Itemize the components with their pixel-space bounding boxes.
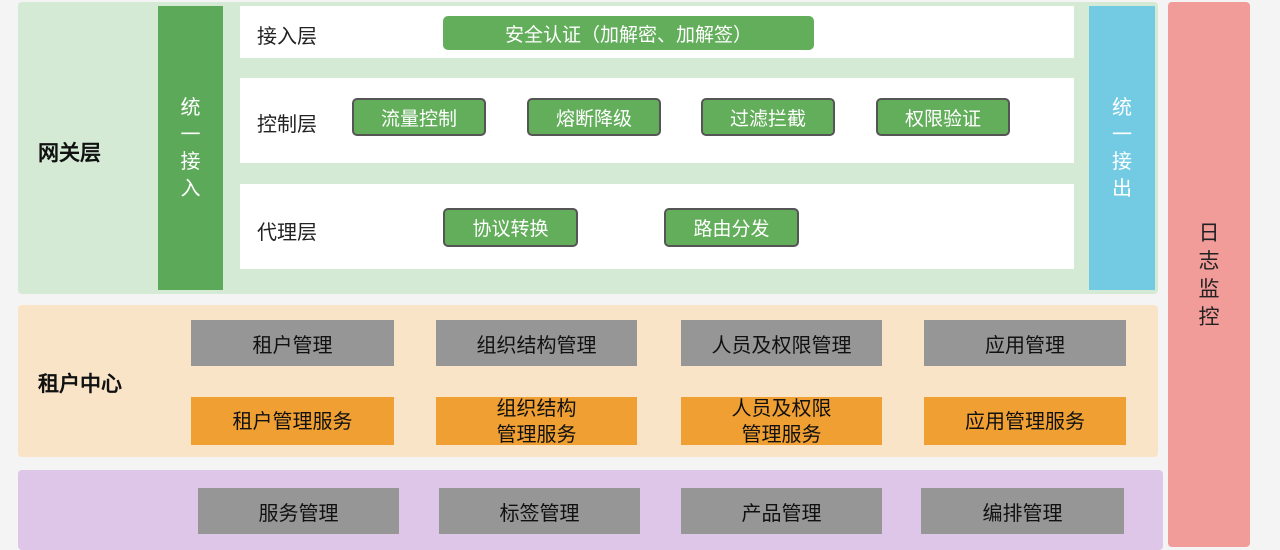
tenant-service: 租户管理服务	[191, 397, 394, 445]
tenant-module: 租户管理	[191, 320, 394, 366]
flow-control-block: 流量控制	[352, 98, 486, 136]
permission-check-block: 权限验证	[876, 98, 1010, 136]
log-monitor-char: 日	[1198, 220, 1220, 245]
circuit-breaker-block: 熔断降级	[527, 98, 661, 136]
unified-in-char: 接	[180, 149, 201, 173]
proxy-layer	[240, 184, 1074, 269]
filter-intercept-block: 过滤拦截	[701, 98, 835, 136]
tenant-module: 应用管理	[924, 320, 1126, 366]
unified-out-char: 出	[1112, 176, 1132, 200]
unified-in-bar: 统 一 接 入	[158, 6, 223, 290]
unified-in-char: 统	[180, 95, 201, 119]
unified-out-char: 一	[1112, 122, 1132, 146]
log-monitor-bar: 日 志 监 控	[1168, 2, 1250, 547]
gateway-title: 网关层	[38, 141, 101, 165]
proxy-layer-label: 代理层	[257, 220, 317, 244]
tenant-service: 人员及权限 管理服务	[681, 396, 882, 446]
tenant-center-title: 租户中心	[38, 372, 122, 396]
bottom-module: 编排管理	[921, 488, 1124, 534]
unified-in-char: 一	[180, 122, 201, 146]
log-monitor-char: 监	[1198, 276, 1220, 301]
unified-out-char: 统	[1112, 95, 1132, 119]
tenant-module: 组织结构管理	[436, 320, 637, 366]
unified-out-bar: 统 一 接 出	[1089, 6, 1155, 290]
log-monitor-char: 控	[1198, 304, 1220, 329]
bottom-module: 产品管理	[681, 488, 882, 534]
unified-out-char: 接	[1112, 149, 1132, 173]
security-auth-block: 安全认证（加解密、加解签）	[443, 16, 814, 50]
tenant-service: 应用管理服务	[924, 397, 1126, 445]
protocol-convert-block: 协议转换	[443, 208, 578, 247]
access-layer-label: 接入层	[257, 24, 317, 48]
route-dispatch-block: 路由分发	[664, 208, 799, 247]
bottom-module: 标签管理	[439, 488, 640, 534]
tenant-module: 人员及权限管理	[681, 320, 882, 366]
log-monitor-char: 志	[1198, 248, 1220, 273]
unified-in-char: 入	[180, 176, 201, 200]
control-layer-label: 控制层	[257, 112, 317, 136]
tenant-service: 组织结构 管理服务	[436, 396, 637, 446]
bottom-module: 服务管理	[198, 488, 399, 534]
